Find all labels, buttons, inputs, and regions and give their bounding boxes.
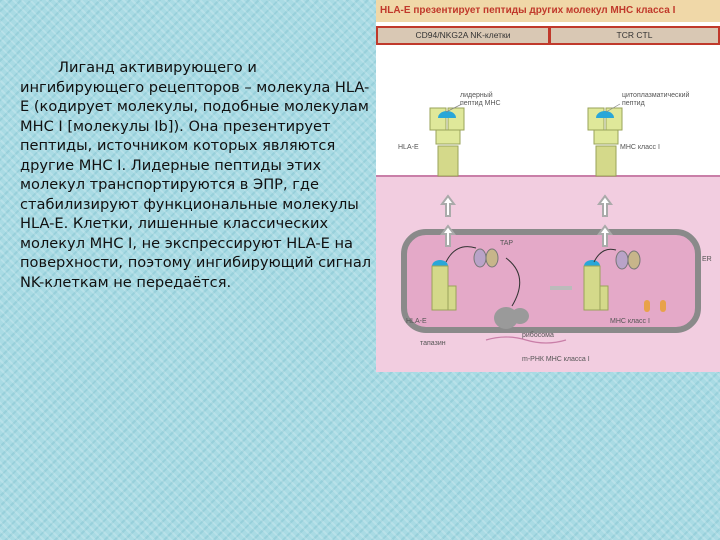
- label-mrna: m-РНК MHC класса I: [522, 356, 590, 363]
- figure-drawing: [376, 0, 720, 372]
- tap-complex: [473, 248, 499, 268]
- hla-e-figure: HLA-E презентирует пептиды других молеку…: [376, 0, 720, 372]
- main-paragraph: Лиганд активирующего и ингибирующего рец…: [20, 59, 372, 291]
- mhc1-surface: [595, 145, 617, 177]
- label-tap: TAP: [500, 240, 514, 247]
- leader-peptide-top: [438, 111, 456, 118]
- label-er: ER: [702, 256, 712, 263]
- up-arrows: [440, 194, 613, 247]
- label-hla-e-top: HLA-E: [398, 144, 419, 151]
- cytoplasmic-peptide-top: [596, 111, 614, 118]
- header-right-box: [551, 28, 718, 43]
- arrow-ribosome-up: [505, 257, 521, 307]
- label-hla-e-bottom: HLA-E: [406, 318, 427, 325]
- label-mhc1-bottom: MHC класс I: [610, 318, 650, 325]
- arrow-tap-to-hla-e: [445, 246, 477, 263]
- mrna-strand: [485, 336, 567, 344]
- title-band: [376, 0, 720, 22]
- nk-receptor: [429, 107, 465, 145]
- figure-title: HLA-E презентирует пептиды других молеку…: [380, 5, 676, 16]
- header-tcr-ctl: TCR CTL: [616, 30, 653, 40]
- label-ribosome: рибосома: [522, 332, 554, 339]
- label-cytoplasmic-peptide: цитоплазматический пептид: [622, 92, 690, 107]
- label-tapasin: тапазин: [420, 340, 446, 347]
- arrow-tap-to-mhc1: [593, 248, 617, 263]
- header-nk-cells: CD94/NKG2A NK-клетки: [415, 30, 511, 40]
- header-left-box: [378, 28, 548, 43]
- label-mhc1-top: MHC класс I: [620, 144, 660, 151]
- hla-e-surface: [437, 145, 459, 177]
- tap-complex-2: [615, 250, 641, 270]
- mhc1-er: [583, 260, 609, 311]
- label-leader-peptide: лидерный пептид MHC: [460, 92, 501, 107]
- hla-e-er: [431, 260, 457, 311]
- tapasin-shapes: [644, 300, 666, 312]
- ribosome: [494, 307, 529, 329]
